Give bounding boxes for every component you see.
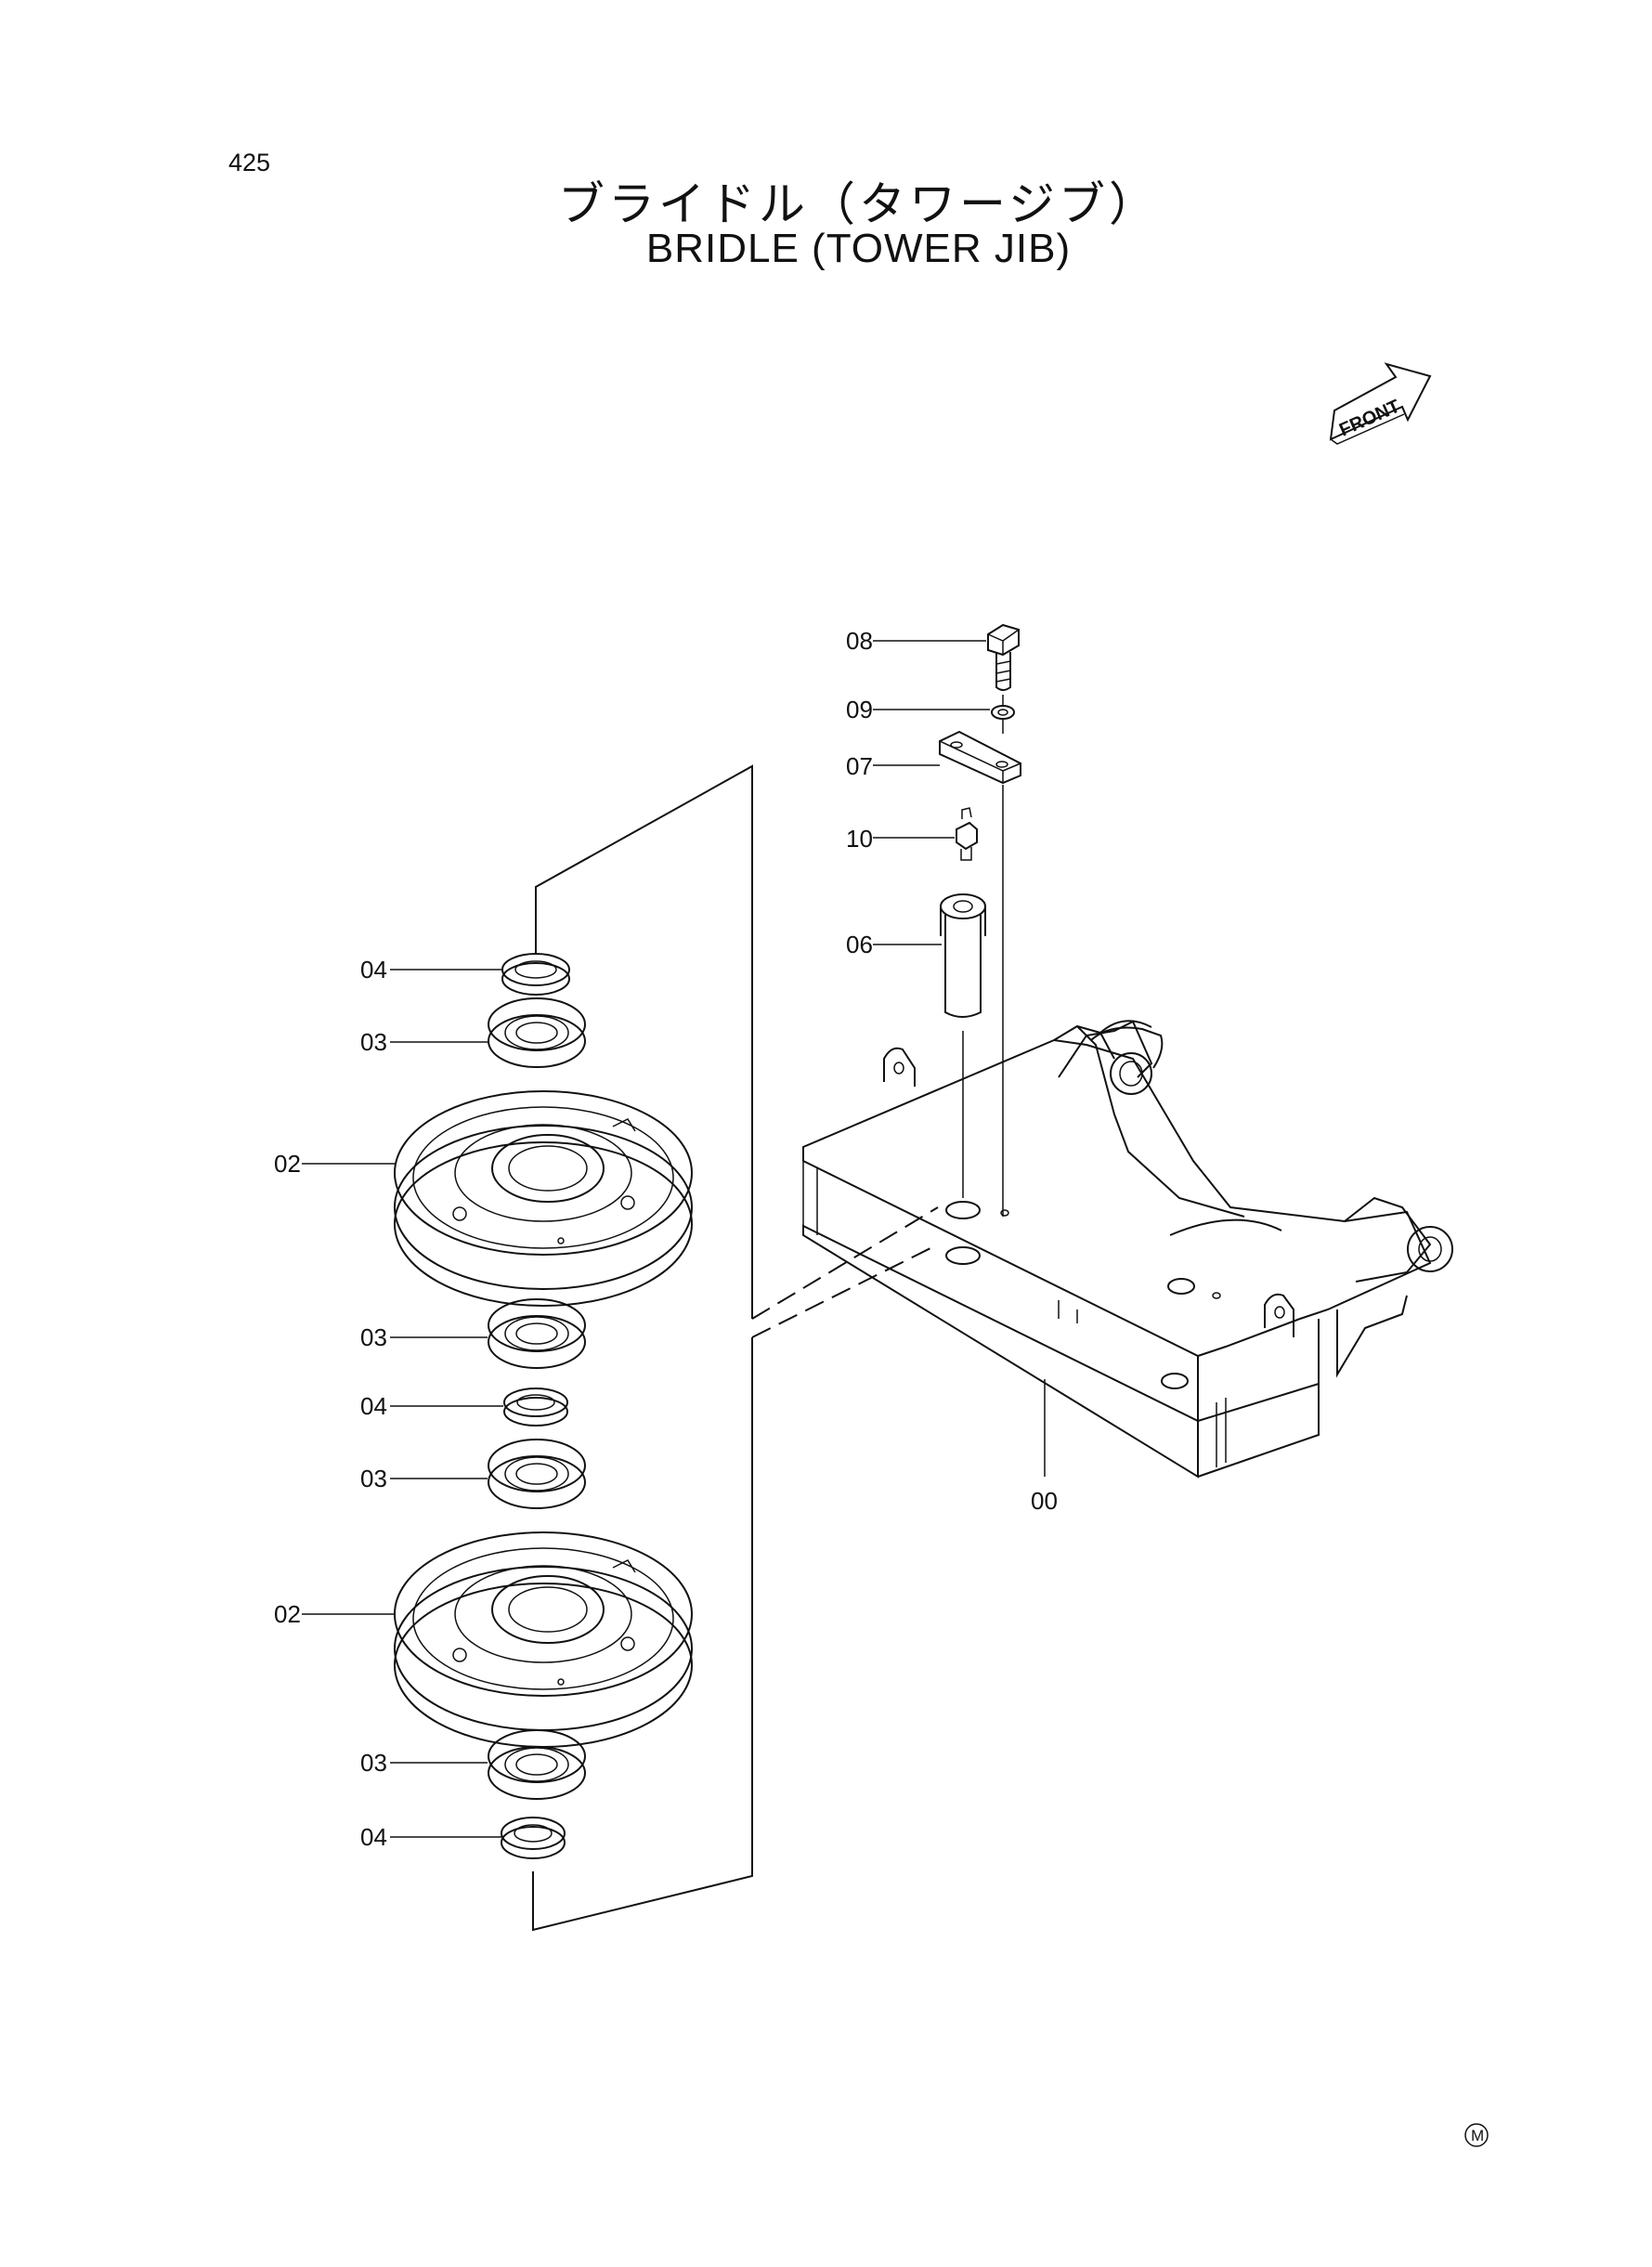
pulley-stack: [394, 953, 693, 1859]
bearing-03-mid2: [488, 1439, 586, 1509]
corner-mark-icon: M: [1464, 2123, 1489, 2147]
front-label: FRONT: [1336, 396, 1403, 440]
title-japanese: ブライドル（タワージブ）: [558, 177, 1159, 231]
grease-nipple-10: [956, 807, 978, 861]
bridle-frame-00: [802, 1020, 1453, 1479]
plate-07: [939, 730, 1021, 785]
callout-02-top: 02: [274, 1150, 301, 1178]
bearing-03-bottom: [488, 1729, 586, 1800]
callout-09: 09: [846, 696, 873, 723]
callout-10: 10: [846, 825, 873, 853]
pin-06: [940, 893, 986, 1018]
bearing-03-mid1: [488, 1298, 586, 1369]
callout-leaders: [302, 640, 990, 1838]
bearing-03-top: [488, 997, 586, 1068]
pulley-02-top: [394, 1090, 693, 1307]
callout-02-bottom: 02: [274, 1600, 301, 1628]
callout-08: 08: [846, 627, 873, 655]
callout-07: 07: [846, 752, 873, 780]
callout-04-top: 04: [360, 956, 387, 984]
callout-labels: 08 09 07 10 06 04 03 02 03 04 03 02 03 0…: [274, 627, 1058, 1851]
pin-parts: [939, 623, 1021, 1217]
title-english: BRIDLE (TOWER JIB): [645, 226, 1072, 271]
front-arrow-icon: FRONT: [1329, 362, 1432, 445]
seal-04-bottom: [501, 1817, 566, 1859]
assembly-bracket-lines: [532, 764, 939, 1932]
corner-mark-text: M: [1471, 2127, 1484, 2144]
callout-00: 00: [1031, 1487, 1058, 1515]
callout-04-mid: 04: [360, 1392, 387, 1420]
washer-09: [991, 705, 1015, 720]
seal-04-top: [501, 953, 570, 996]
callout-03-bottom: 03: [360, 1749, 387, 1777]
callout-03-mid1: 03: [360, 1323, 387, 1351]
seal-04-mid: [503, 1388, 568, 1427]
pulley-02-bottom: [394, 1531, 693, 1748]
callout-03-top: 03: [360, 1028, 387, 1056]
callout-06: 06: [846, 931, 873, 958]
bolt-08: [987, 623, 1020, 691]
callout-04-bottom: 04: [360, 1823, 387, 1851]
page-number: 425: [228, 149, 271, 176]
callout-03-mid2: 03: [360, 1465, 387, 1492]
